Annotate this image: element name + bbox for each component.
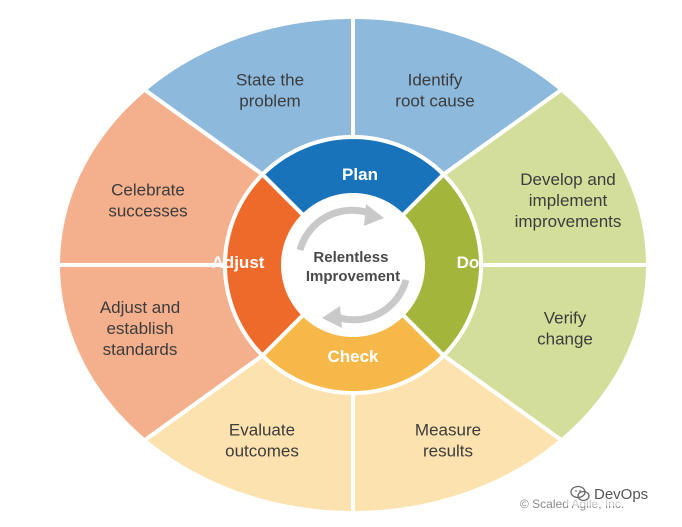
outer-label-line: Identify	[408, 71, 463, 90]
outer-label-line: Measure	[415, 421, 481, 440]
outer-label-verify-change: Verify change	[537, 309, 593, 349]
center-line-2: Improvement	[306, 268, 400, 285]
outer-label-line: root cause	[395, 92, 474, 111]
inner-ring	[222, 134, 484, 396]
outer-label-line: problem	[239, 92, 300, 111]
watermark: DevOps	[566, 482, 653, 506]
outer-label-line: Evaluate	[229, 421, 295, 440]
inner-label-do: Do	[457, 253, 480, 272]
outer-labels: State the problem Identify root causeDevelo…	[100, 71, 622, 461]
outer-label-line: establish	[106, 319, 173, 338]
watermark-label: DevOps	[594, 485, 649, 503]
inner-label-plan: Plan	[342, 165, 378, 184]
outer-label-identify-root-cause: Identify root cause	[395, 71, 474, 111]
center-hub: Relentless Improvement	[283, 195, 423, 335]
outer-label-line: Celebrate	[111, 181, 185, 200]
outer-label-line: outcomes	[225, 442, 299, 461]
outer-label-measure-results: Measure results	[415, 421, 481, 461]
outer-label-line: implement	[529, 191, 608, 210]
outer-label-adjust-standards: Adjust and establish standards	[100, 298, 180, 359]
outer-label-line: Develop and	[520, 170, 615, 189]
outer-label-develop-implement: Develop and implement improvements	[515, 170, 622, 231]
outer-label-line: State the	[236, 71, 304, 90]
cycle-arrow-bottom	[332, 278, 410, 324]
cycle-arrow-top-head	[364, 204, 384, 226]
center-line-1: Relentless	[313, 249, 388, 266]
outer-label-line: change	[537, 330, 593, 349]
inner-label-check: Check	[327, 347, 379, 366]
wechat-icon	[570, 485, 590, 502]
outer-label-line: Verify	[544, 309, 587, 328]
outer-label-line: Adjust and	[100, 298, 180, 317]
outer-label-line: successes	[108, 202, 187, 221]
cycle-arrow-top	[296, 206, 374, 252]
outer-label-celebrate-successes: Celebrate successes	[108, 181, 187, 221]
center-label: Relentless Improvement	[306, 249, 400, 285]
inner-label-adjust: Adjust	[212, 253, 265, 272]
outer-label-line: improvements	[515, 212, 622, 231]
outer-label-line: results	[423, 442, 473, 461]
outer-label-line: standards	[103, 340, 178, 359]
cycle-arrow-bottom-head	[322, 306, 342, 328]
center-circle	[283, 195, 423, 335]
outer-label-evaluate-outcomes: Evaluate outcomes	[225, 421, 299, 461]
outer-label-state-problem: State the problem	[236, 71, 304, 111]
